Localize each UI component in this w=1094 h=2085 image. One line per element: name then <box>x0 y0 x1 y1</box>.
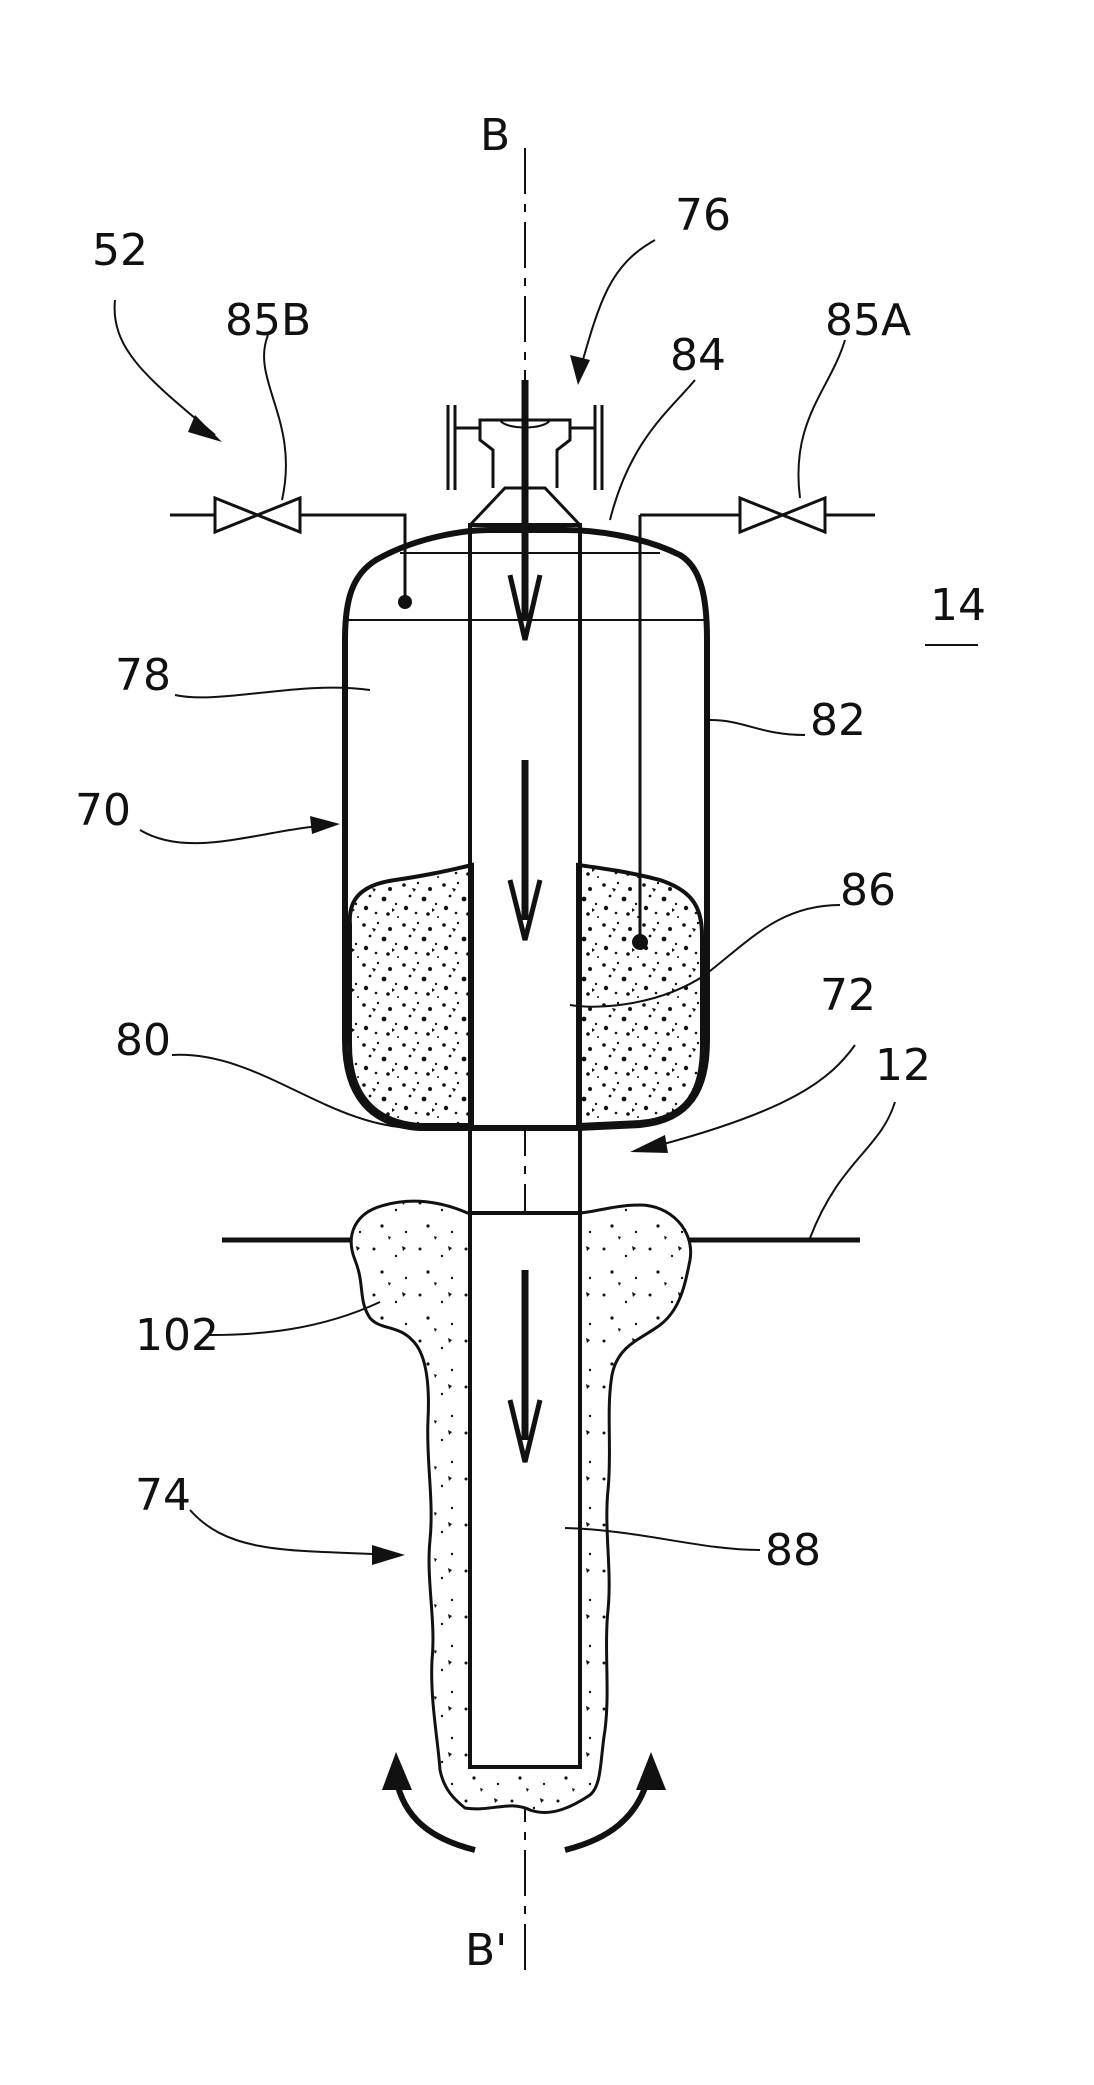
bottom-right-arrow-head <box>636 1752 666 1790</box>
label-80: 80 <box>115 1015 171 1066</box>
leader-82 <box>710 720 805 735</box>
label-78: 78 <box>115 650 171 701</box>
label-70: 70 <box>75 785 131 836</box>
label-102: 102 <box>135 1310 219 1361</box>
label-85a: 85A <box>825 295 911 346</box>
leader-12 <box>810 1102 895 1238</box>
label-52: 52 <box>92 225 148 276</box>
left-flange <box>448 405 480 490</box>
granular-material <box>350 865 472 1125</box>
right-flange <box>570 405 602 490</box>
leader-102 <box>210 1302 380 1335</box>
label-b-prime: B' <box>465 1925 507 1976</box>
label-85b: 85B <box>225 295 311 346</box>
label-14: 14 <box>930 580 986 631</box>
label-88: 88 <box>765 1525 821 1576</box>
right-probe-end <box>632 934 648 950</box>
leader-78 <box>175 688 370 698</box>
leader-74 <box>190 1510 400 1555</box>
label-86: 86 <box>840 865 896 916</box>
leader-85a <box>798 340 845 498</box>
leader-84 <box>610 380 695 520</box>
valve-85a-icon <box>740 498 825 532</box>
label-82: 82 <box>810 695 866 746</box>
leader-70-head <box>310 816 340 834</box>
leader-76 <box>580 240 655 370</box>
leader-52 <box>115 300 215 435</box>
valve-85b-icon <box>215 498 300 532</box>
leader-70 <box>140 825 330 843</box>
label-b: B <box>480 110 510 161</box>
leader-74-head <box>372 1545 405 1565</box>
left-probe-end <box>398 595 412 609</box>
leader-76-head <box>570 355 590 385</box>
label-12: 12 <box>875 1040 931 1091</box>
label-76: 76 <box>675 190 731 241</box>
label-72: 72 <box>820 970 876 1021</box>
label-84: 84 <box>670 330 726 381</box>
label-74: 74 <box>135 1470 191 1521</box>
leader-72-head <box>630 1135 668 1153</box>
bottom-left-arrow-head <box>382 1752 412 1790</box>
leader-85b <box>264 335 286 500</box>
leader-52-head <box>188 415 222 442</box>
